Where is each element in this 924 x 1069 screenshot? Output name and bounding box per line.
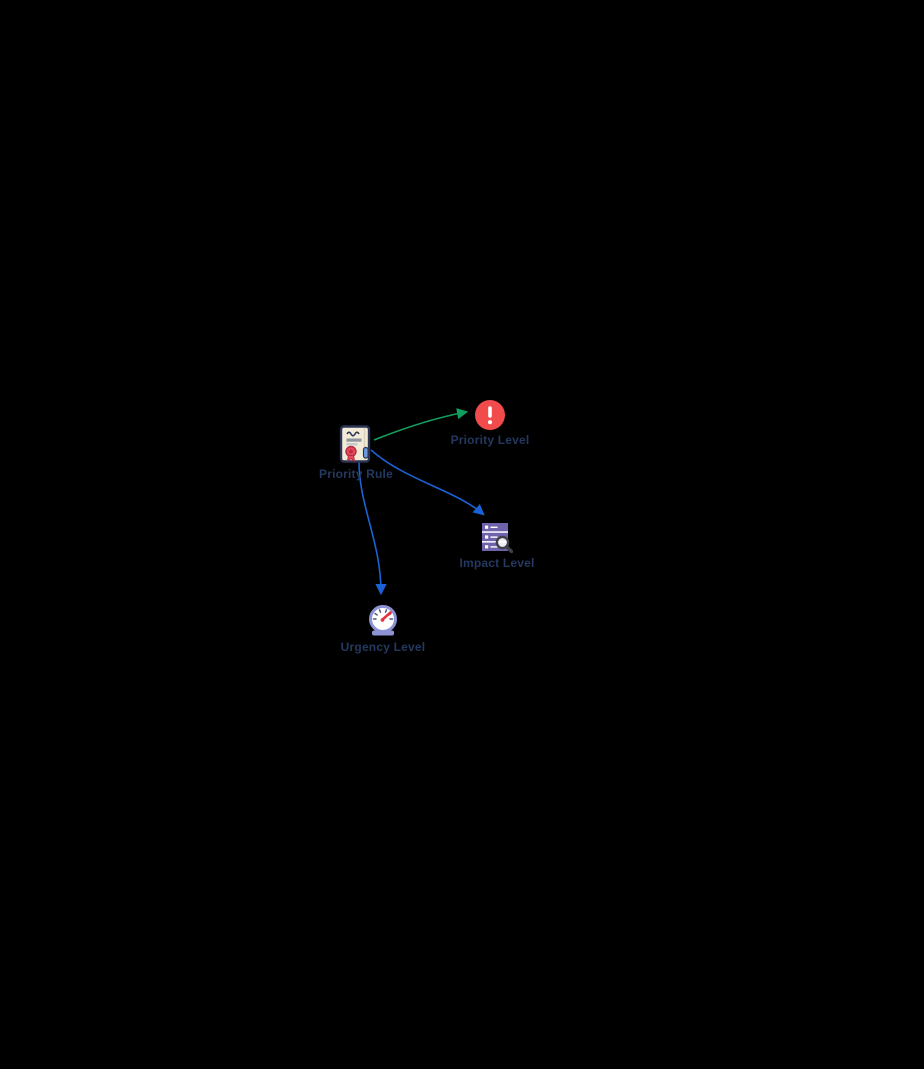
node-priority-rule[interactable]: Priority Rule [296,420,416,481]
server-magnifier-icon [481,521,514,554]
node-label-priority-rule: Priority Rule [319,467,393,481]
alert-exclamation-icon [475,400,505,430]
node-label-priority-level: Priority Level [450,433,530,447]
node-priority-level[interactable]: Priority Level [430,396,550,447]
node-label-urgency-level: Urgency Level [340,640,426,654]
node-urgency-level[interactable]: Urgency Level [323,599,443,654]
node-label-impact-level: Impact Level [459,556,535,570]
certificate-seal-icon [338,424,374,464]
node-impact-level[interactable]: Impact Level [437,517,557,570]
speedometer-icon [366,603,400,637]
